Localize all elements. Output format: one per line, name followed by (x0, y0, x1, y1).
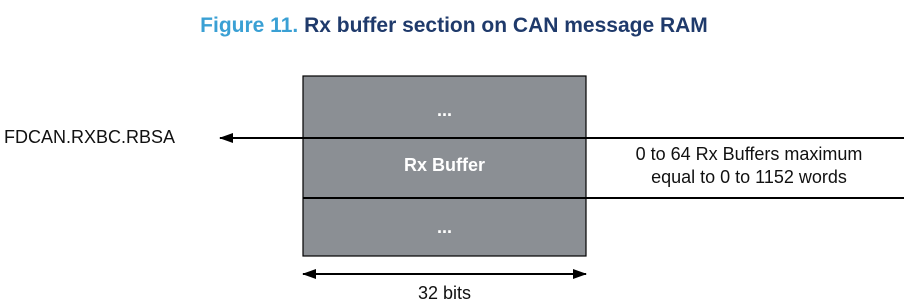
bottom-ellipsis: ... (436, 217, 452, 237)
rxbc-rbsa-label: FDCAN.RXBC.RBSA (4, 127, 176, 147)
figure-title-text: Rx buffer section on CAN message RAM (304, 14, 708, 37)
width-label: 32 bits (417, 283, 472, 303)
ram-block (302, 75, 587, 257)
figure-title: Figure 11. Rx buffer section on CAN mess… (0, 14, 908, 38)
top-ellipsis: ... (436, 100, 452, 120)
size-note: 0 to 64 Rx Buffers maximum equal to 0 to… (596, 144, 902, 188)
size-note-line1: 0 to 64 Rx Buffers maximum (635, 144, 863, 164)
figure-number: Figure 11. (200, 14, 299, 37)
size-note-line2: equal to 0 to 1152 words (651, 167, 847, 187)
rx-buffer-label: Rx Buffer (403, 155, 485, 175)
